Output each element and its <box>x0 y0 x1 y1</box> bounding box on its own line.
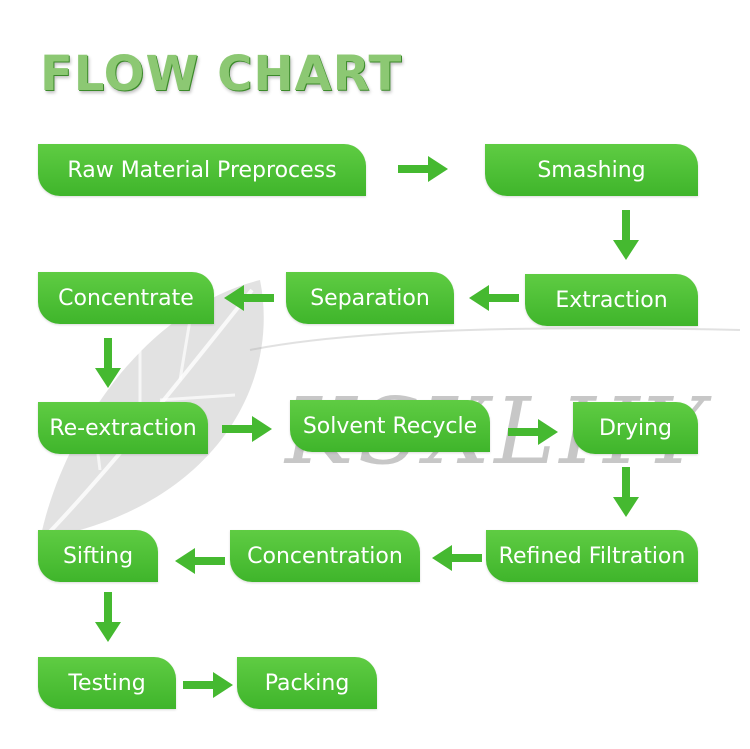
step-packing: Packing <box>237 657 377 709</box>
step-smashing: Smashing <box>485 144 698 196</box>
step-extraction: Extraction <box>525 274 698 326</box>
step-solvent-recycle: Solvent Recycle <box>290 400 490 452</box>
arrow-down-icon <box>613 467 639 517</box>
arrow-left-icon <box>469 285 519 311</box>
step-concentration: Concentration <box>230 530 420 582</box>
step-testing: Testing <box>38 657 176 709</box>
arrow-left-icon <box>432 545 482 571</box>
page-title: FLOW CHART <box>40 46 403 102</box>
arrow-right-icon <box>183 672 233 698</box>
arrow-down-icon <box>95 338 121 388</box>
arrow-right-icon <box>222 416 272 442</box>
step-sifting: Sifting <box>38 530 158 582</box>
step-drying: Drying <box>573 402 698 454</box>
step-separation: Separation <box>286 272 454 324</box>
arrow-down-icon <box>95 592 121 642</box>
arrow-left-icon <box>224 285 274 311</box>
step-re-extraction: Re-extraction <box>38 402 208 454</box>
step-concentrate: Concentrate <box>38 272 214 324</box>
step-raw-material-preprocess: Raw Material Preprocess <box>38 144 366 196</box>
arrow-right-icon <box>398 156 448 182</box>
arrow-down-icon <box>613 210 639 260</box>
arrow-right-icon <box>508 419 558 445</box>
arrow-left-icon <box>175 548 225 574</box>
step-refined-filtration: Refined Filtration <box>486 530 698 582</box>
